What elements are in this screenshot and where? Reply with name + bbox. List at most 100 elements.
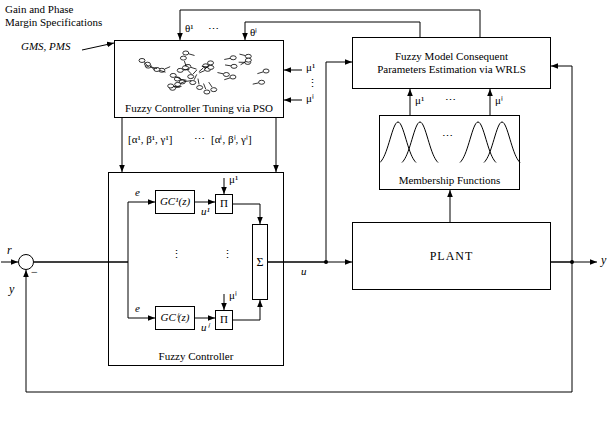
particle-velocity xyxy=(253,83,259,84)
ellipsis: ⋯ xyxy=(193,133,206,146)
particle xyxy=(259,80,265,84)
signal-label: μ¹ xyxy=(305,61,316,74)
node-text: GCⁱ(z) xyxy=(161,311,190,324)
signal-label: y xyxy=(600,253,607,267)
connector xyxy=(490,89,491,115)
membership-box: Membership Functions xyxy=(379,115,520,190)
spec-symbols: GMS, PMS xyxy=(20,40,72,53)
ellipsis: ⋮ xyxy=(170,248,183,261)
particle-velocity xyxy=(191,67,197,69)
signal-label: e xyxy=(134,186,141,199)
particle-velocity xyxy=(204,65,208,69)
connector xyxy=(195,318,215,319)
signal-label: e xyxy=(134,302,141,315)
ellipsis: ⋯ xyxy=(444,94,457,107)
particle-velocity xyxy=(181,81,187,83)
product-block: Π xyxy=(215,310,233,330)
particle-velocity xyxy=(174,86,180,88)
particle xyxy=(245,58,251,62)
product-block: Π xyxy=(215,194,233,214)
particle-velocity xyxy=(176,77,181,80)
particle xyxy=(183,51,189,55)
particle xyxy=(182,66,188,70)
particle-velocity xyxy=(204,84,206,90)
signal-label: μⁱ xyxy=(305,92,315,105)
signal-label: μ¹ xyxy=(228,173,239,186)
particle-velocity xyxy=(144,63,148,67)
connector xyxy=(34,262,155,318)
node-text: Π xyxy=(220,197,228,210)
reference-input xyxy=(1,262,18,263)
particle xyxy=(230,75,236,79)
particle-velocity xyxy=(241,62,246,65)
signal-label: μⁱ xyxy=(494,94,504,107)
particle-velocity xyxy=(239,54,245,55)
particle xyxy=(263,69,269,73)
signal-label: y xyxy=(8,282,15,296)
spec-arrow xyxy=(82,43,114,50)
particle-velocity xyxy=(186,80,192,82)
particle-velocity xyxy=(198,79,199,85)
gaussian-curve xyxy=(484,122,520,162)
node-text: Fuzzy Controller Tuning via PSO xyxy=(125,102,273,115)
particle-velocity xyxy=(202,66,208,68)
estimation-box: Fuzzy Model Consequent Parameters Estima… xyxy=(352,37,551,89)
connector xyxy=(180,10,480,40)
connector xyxy=(122,118,123,172)
node-text: Fuzzy Controller xyxy=(159,350,234,363)
connector xyxy=(34,202,155,262)
particle xyxy=(223,72,229,76)
membership-input xyxy=(224,294,225,310)
node-text: Fuzzy Model Consequent Parameters Estima… xyxy=(371,50,533,76)
signal-label: u xyxy=(300,265,308,278)
particle-velocity xyxy=(199,71,204,73)
particle xyxy=(180,56,186,60)
ellipsis: ⋮ xyxy=(221,248,234,261)
particle xyxy=(208,65,214,69)
particle-velocity xyxy=(224,78,230,80)
particle xyxy=(204,90,210,94)
particle-velocity xyxy=(217,73,223,74)
membership-input xyxy=(224,178,225,194)
plant-box: PLANT xyxy=(352,222,551,290)
sum-block: Σ xyxy=(252,224,268,300)
signal-label: μ¹ xyxy=(414,94,425,107)
connector xyxy=(450,190,451,222)
particle xyxy=(188,75,194,79)
membership-input xyxy=(284,100,302,101)
signal-label: θⁱ xyxy=(249,26,258,39)
particle-velocity xyxy=(257,72,263,74)
transfer-block: GC¹(z) xyxy=(155,190,195,214)
signal-label: [αⁱ, βⁱ, γⁱ] xyxy=(210,133,253,146)
node-text: Π xyxy=(220,313,228,326)
gaussian-curve xyxy=(460,122,496,162)
particle-velocity xyxy=(224,58,230,59)
particle-velocity xyxy=(189,54,195,56)
connector xyxy=(276,118,277,172)
controller-box: Fuzzy Controller GC¹(z) Π GCⁱ(z) Π Σ xyxy=(108,172,284,366)
connector xyxy=(551,66,572,262)
tuning-box: Fuzzy Controller Tuning via PSO xyxy=(114,40,284,118)
signal-label: u¹ xyxy=(200,205,211,218)
connector xyxy=(195,202,215,203)
connector xyxy=(233,300,260,320)
signal-label: r xyxy=(6,243,13,257)
signal-label: θ¹ xyxy=(184,22,195,35)
particle xyxy=(231,64,237,68)
gaussian-curve xyxy=(402,122,438,162)
particle xyxy=(197,86,203,90)
ellipsis: ⋮ xyxy=(306,77,319,90)
signal-label: μⁱ xyxy=(228,289,238,302)
particle-velocity xyxy=(225,64,231,66)
particle xyxy=(139,58,145,62)
particle xyxy=(230,56,236,60)
particle xyxy=(170,73,176,77)
signal-label: uⁱ xyxy=(200,321,210,334)
particle xyxy=(144,62,150,66)
particle-velocity xyxy=(188,70,192,74)
particle xyxy=(168,84,174,88)
particle-swarm xyxy=(139,51,269,94)
particle-velocity xyxy=(150,66,155,70)
particle xyxy=(245,54,251,58)
node-text: Membership Functions xyxy=(399,174,501,187)
